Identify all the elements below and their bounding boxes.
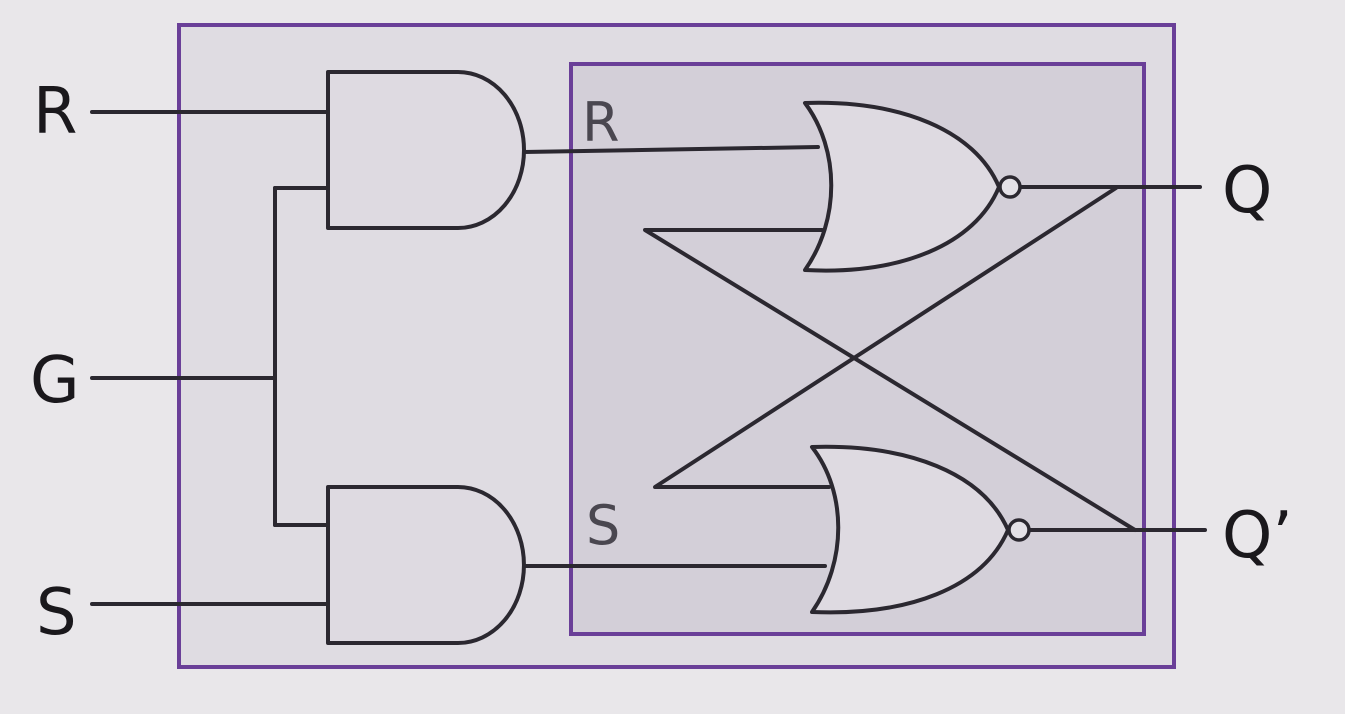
label-inner-r: R bbox=[582, 91, 620, 154]
nor-gate-bottom bbox=[810, 444, 1010, 615]
label-input-g: G bbox=[30, 344, 80, 418]
and-gate-bottom bbox=[326, 485, 526, 645]
and-gate-top bbox=[326, 70, 526, 230]
label-output-q-bar: Q’ bbox=[1222, 499, 1293, 573]
wire-and-top-to-nor-top bbox=[522, 145, 820, 154]
nor-gate-bottom-bubble bbox=[1007, 518, 1031, 542]
nor-gate-top-bubble bbox=[998, 175, 1022, 199]
wire-feedback-to-bottom-nor bbox=[653, 186, 1118, 489]
wire-feedback-to-top-nor bbox=[643, 228, 1137, 532]
label-input-r: R bbox=[33, 75, 77, 149]
label-input-s: S bbox=[36, 576, 77, 650]
nor-gate-top bbox=[803, 100, 1001, 273]
label-output-q: Q bbox=[1222, 154, 1272, 228]
label-inner-s: S bbox=[586, 494, 620, 557]
